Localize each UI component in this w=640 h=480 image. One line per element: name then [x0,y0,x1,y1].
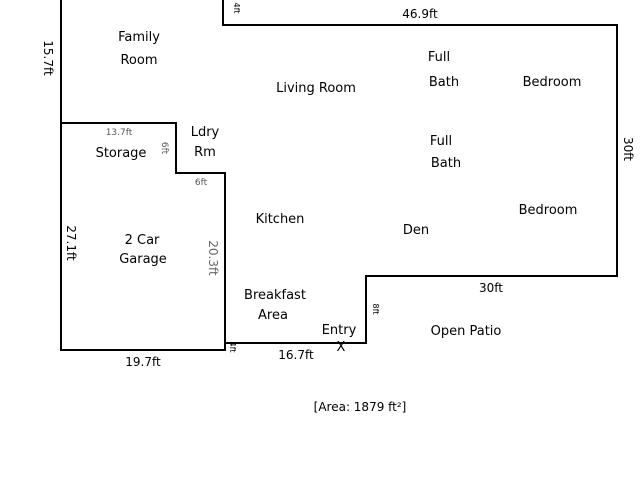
room-labels: Family Room Living Room Full Bath Bedroo… [96,30,582,355]
bedroom-2-label: Bedroom [519,203,578,218]
entry-marker: X [337,340,346,355]
area-note: [Area: 1879 ft²] [314,400,407,414]
open-patio-label: Open Patio [431,324,502,339]
bedroom-1-label: Bedroom [523,75,582,90]
full-bath-1-label-1: Full [428,50,450,65]
dim-patio-width: 30ft [479,281,503,295]
entry-label: Entry [322,323,357,338]
dim-top-step: 4ft [232,3,241,14]
dim-right-side: 30ft [621,137,635,161]
storage-label: Storage [96,146,147,161]
dim-laundry-width: 6ft [195,178,208,188]
dim-laundry-height: 6ft [159,142,169,155]
dim-entry-width: 16.7ft [278,348,314,362]
laundry-label-1: Ldry [191,125,220,140]
garage-label-2: Garage [119,252,167,267]
dim-garage-height: 27.1ft [64,225,78,261]
dim-storage-width: 13.7ft [106,128,133,138]
breakfast-area-label-1: Breakfast [244,288,306,303]
kitchen-label: Kitchen [256,212,305,227]
dim-garage-inner: 20.3ft [206,240,220,276]
den-label: Den [403,223,429,238]
living-room-label: Living Room [276,81,356,96]
breakfast-area-label-2: Area [258,308,288,323]
full-bath-1-label-2: Bath [429,75,459,90]
full-bath-2-label-2: Bath [431,156,461,171]
dimension-labels: 46.9ft 4ft 15.7ft 30ft 13.7ft 6ft 6ft 27… [41,3,635,369]
dim-top-width: 46.9ft [402,7,438,21]
dim-garage-bottom: 19.7ft [125,355,161,369]
garage-label-1: 2 Car [125,233,160,248]
full-bath-2-label-1: Full [430,134,452,149]
laundry-label-2: Rm [194,145,216,160]
family-room-label-1: Family [118,30,160,45]
dim-small-step: 4ft [228,342,237,353]
dim-entry-step: 8ft [371,304,380,315]
walls [60,0,618,351]
family-room-label-2: Room [120,53,157,68]
dim-left-family: 15.7ft [41,40,55,76]
